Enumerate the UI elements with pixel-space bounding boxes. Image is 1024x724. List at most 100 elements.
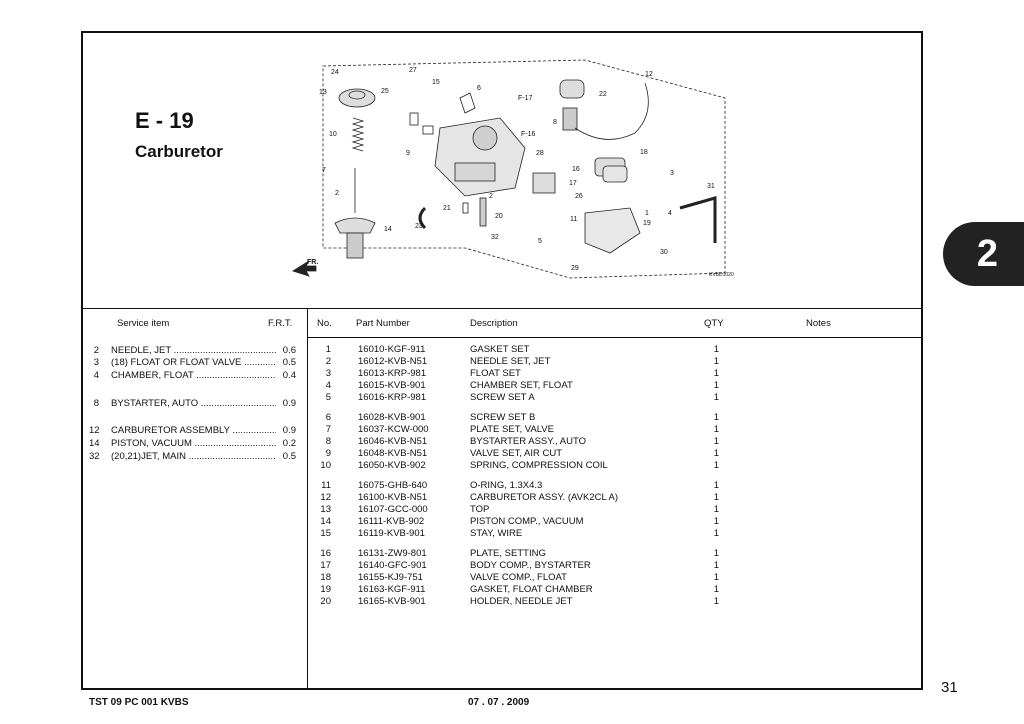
service-row-value: 0.4 [279, 370, 296, 381]
part-description: STAY, WIRE [470, 528, 523, 539]
part-index: 6 [325, 412, 331, 423]
service-row-label: NEEDLE, JET [111, 345, 276, 356]
part-description: CHAMBER SET, FLOAT [470, 380, 573, 391]
part-qty: 1 [713, 392, 719, 403]
service-row-label: (20,21)JET, MAIN [111, 451, 276, 462]
part-index: 11 [321, 480, 331, 491]
part-description: VALVE SET, AIR CUT [470, 448, 563, 459]
callout-label: F-17 [518, 95, 533, 102]
part-qty: 1 [713, 344, 719, 355]
part-qty: 1 [713, 528, 719, 539]
callout-label: 5 [538, 238, 542, 245]
section-title: Carburetor [135, 142, 223, 161]
callout-label: 30 [660, 249, 668, 256]
callout-label: 14 [384, 226, 392, 233]
callout-label: 4 [668, 210, 672, 217]
part-index: 5 [325, 392, 331, 403]
part-qty: 1 [713, 560, 719, 571]
service-row-number: 32 [89, 451, 100, 462]
chapter-tab: 2 [943, 222, 1024, 286]
part-index: 14 [320, 516, 331, 527]
part-number: 16131-ZW9-801 [358, 548, 427, 559]
page-number: 31 [941, 679, 958, 696]
section-divider [81, 308, 923, 309]
part-number: 16075-GHB-640 [358, 480, 428, 491]
service-row: 8 BYSTARTER, AUTO 0.9 [89, 398, 299, 410]
part-index: 2 [325, 356, 331, 367]
part-number: 16010-KGF-911 [358, 344, 426, 355]
part-qty: 1 [713, 572, 719, 583]
part-number: 16111-KVB-902 [358, 516, 425, 527]
part-qty: 1 [713, 412, 719, 423]
callout-label: 24 [331, 69, 339, 76]
part-description: SPRING, COMPRESSION COIL [470, 460, 608, 471]
callout-label: 20 [495, 213, 503, 220]
part-qty: 1 [713, 460, 719, 471]
callout-label: 28 [536, 150, 544, 157]
part-number-header: Part Number [356, 318, 410, 329]
service-row-value: 0.6 [279, 345, 296, 356]
callout-label: 29 [571, 265, 579, 272]
callout-label: 3 [670, 170, 674, 177]
part-index: 8 [325, 436, 331, 447]
part-qty: 1 [713, 596, 719, 607]
service-row-number: 4 [93, 370, 99, 381]
part-index: 1 [325, 344, 331, 355]
callout-label: 13 [319, 89, 327, 96]
parts-row: 5 16016-KRP-981 SCREW SET A 1 [307, 392, 923, 404]
service-row: 2 NEEDLE, JET 0.6 [89, 345, 299, 357]
part-number: 16015-KVB-901 [358, 380, 426, 391]
part-index: 3 [325, 368, 331, 379]
part-number: 16046-KVB-N51 [358, 436, 428, 447]
callout-label: 12 [645, 71, 653, 78]
part-number: 16163-KGF-911 [358, 584, 426, 595]
callout-label: 10 [329, 131, 337, 138]
service-row: 32 (20,21)JET, MAIN 0.5 [89, 451, 299, 463]
callout-label: 6 [477, 85, 481, 92]
no-header: No. [317, 318, 332, 329]
part-description: SCREW SET A [470, 392, 535, 403]
service-row-number: 8 [93, 398, 99, 409]
callout-label: 16 [572, 166, 580, 173]
part-index: 10 [320, 460, 331, 471]
front-direction-label: FR. [307, 259, 318, 266]
part-index: 9 [325, 448, 331, 459]
part-index: 4 [325, 380, 331, 391]
part-qty: 1 [713, 448, 719, 459]
service-row: 3 (18) FLOAT OR FLOAT VALVE 0.5 [89, 357, 299, 369]
callout-label: 32 [491, 234, 499, 241]
callout-label: 27 [409, 67, 417, 74]
part-description: GASKET, FLOAT CHAMBER [470, 584, 593, 595]
part-number: 16016-KRP-981 [358, 392, 427, 403]
part-qty: 1 [713, 492, 719, 503]
parts-row: 14 16111-KVB-902 PISTON COMP., VACUUM 1 [307, 516, 923, 528]
callout-label: 26 [575, 193, 583, 200]
part-qty: 1 [713, 356, 719, 367]
part-description: HOLDER, NEEDLE JET [470, 596, 573, 607]
part-description: PISTON COMP., VACUUM [470, 516, 584, 527]
callout-label: 19 [643, 220, 651, 227]
part-description: NEEDLE SET, JET [470, 356, 551, 367]
service-row-value: 0.9 [279, 425, 296, 436]
service-item-header: Service item [117, 318, 170, 329]
callout-label: 25 [381, 88, 389, 95]
service-row-value: 0.5 [279, 357, 296, 368]
part-description: FLOAT SET [470, 368, 521, 379]
service-row-number: 2 [93, 345, 99, 356]
part-description: CARBURETOR ASSY. (AVK2CL A) [470, 492, 619, 503]
part-number: 16013-KRP-981 [358, 368, 427, 379]
part-description: O-RING, 1.3X4.3 [470, 480, 543, 491]
part-number: 16100-KVB-N51 [358, 492, 428, 503]
part-qty: 1 [713, 516, 719, 527]
service-row: 4 CHAMBER, FLOAT 0.4 [89, 370, 299, 382]
callout-label: 2 [489, 193, 493, 200]
part-number: 16119-KVB-901 [358, 528, 425, 539]
callout-label: 7 [322, 167, 326, 174]
